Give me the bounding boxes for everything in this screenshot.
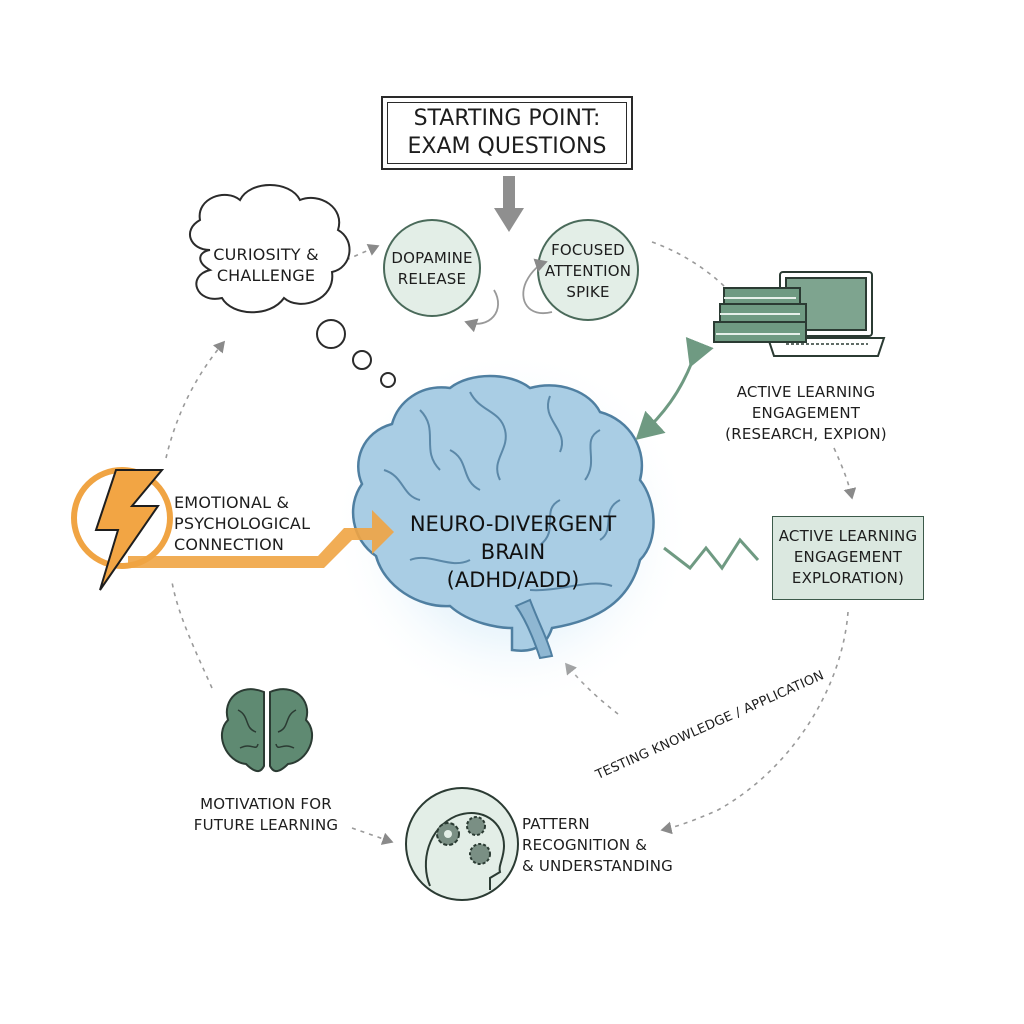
emotional-line1: EMOTIONAL & (174, 493, 290, 512)
active-learning-1-line1: ACTIVE LEARNING (736, 383, 876, 401)
dopamine-label: DOPAMINE RELEASE (384, 248, 480, 290)
active-learning-2-line3: EXPLORATION) (791, 569, 905, 587)
active-learning-2-label: ACTIVE LEARNING ENGAGEMENT EXPLORATION) (772, 526, 924, 589)
curiosity-line1: CURIOSITY & (213, 245, 319, 264)
start-label-line2: EXAM QUESTIONS (407, 134, 607, 159)
dopamine-line2: RELEASE (397, 270, 467, 288)
emotional-arrow (128, 510, 394, 568)
central-brain-icon (351, 374, 655, 660)
dopamine-node (383, 219, 481, 317)
pattern-line1: PATTERN (522, 815, 590, 833)
arrow-focused-books (651, 241, 725, 287)
focused-line1: FOCUSED (551, 241, 625, 259)
focused-label: FOCUSED ATTENTION SPIKE (538, 240, 638, 303)
start-label: STARTING POINT: EXAM QUESTIONS (381, 96, 633, 170)
pattern-line2: RECOGNITION & (522, 836, 648, 854)
lightning-icon (71, 467, 173, 591)
arrow-active-pattern (660, 611, 849, 835)
active-learning-1-line3: (RESEARCH, EXPION) (725, 425, 887, 443)
arrow-curiosity-dopamine (345, 243, 380, 261)
motivation-line1: MOTIVATION FOR (200, 795, 332, 813)
motivation-label: MOTIVATION FOR FUTURE LEARNING (186, 794, 346, 836)
active-learning-2-line2: ENGAGEMENT (793, 548, 903, 566)
arrow-motivation-emotional (171, 581, 213, 689)
emotional-line3: CONNECTION (174, 535, 285, 554)
pattern-label: PATTERN RECOGNITION & & UNDERSTANDING (522, 814, 692, 877)
curiosity-label: CURIOSITY & CHALLENGE (196, 244, 336, 286)
center-line3: (ADHD/ADD) (446, 568, 580, 592)
brain-icon (221, 688, 313, 772)
arrow-motivation-pattern (351, 827, 394, 845)
cloud-thought-icon (188, 184, 396, 388)
focused-line3: SPIKE (566, 283, 610, 301)
emotional-line2: PSYCHOLOGICAL (174, 514, 311, 533)
center-brain-label: NEURO-DIVERGENT BRAIN (ADHD/ADD) (388, 510, 638, 594)
active-learning-1-line2: ENGAGEMENT (751, 404, 861, 422)
emotional-label: EMOTIONAL & PSYCHOLOGICAL CONNECTION (174, 492, 334, 555)
start-box (381, 96, 633, 170)
gears-head-icon (405, 787, 519, 901)
curiosity-line2: CHALLENGE (216, 266, 316, 285)
books-laptop-icon (713, 271, 886, 357)
center-line1: NEURO-DIVERGENT (409, 512, 617, 536)
active-learning-1-label: ACTIVE LEARNING ENGAGEMENT (RESEARCH, EX… (716, 382, 896, 445)
active-learning-2-line1: ACTIVE LEARNING (778, 527, 918, 545)
zigzag-icon (663, 537, 760, 571)
arrow-emotional-curiosity (165, 340, 226, 459)
focused-line2: ATTENTION (544, 262, 632, 280)
dopamine-line1: DOPAMINE (391, 249, 473, 267)
arrow-books-active (833, 447, 857, 500)
engagement-arrow (635, 336, 714, 441)
start-label-line1: STARTING POINT: (413, 106, 601, 131)
motivation-line2: FUTURE LEARNING (193, 816, 339, 834)
active-learning-2-box (772, 516, 924, 600)
pattern-line3: & UNDERSTANDING (522, 857, 673, 875)
cycle-curl-arrows (464, 258, 553, 333)
start-arrow (494, 176, 524, 232)
center-line2: BRAIN (480, 540, 546, 564)
